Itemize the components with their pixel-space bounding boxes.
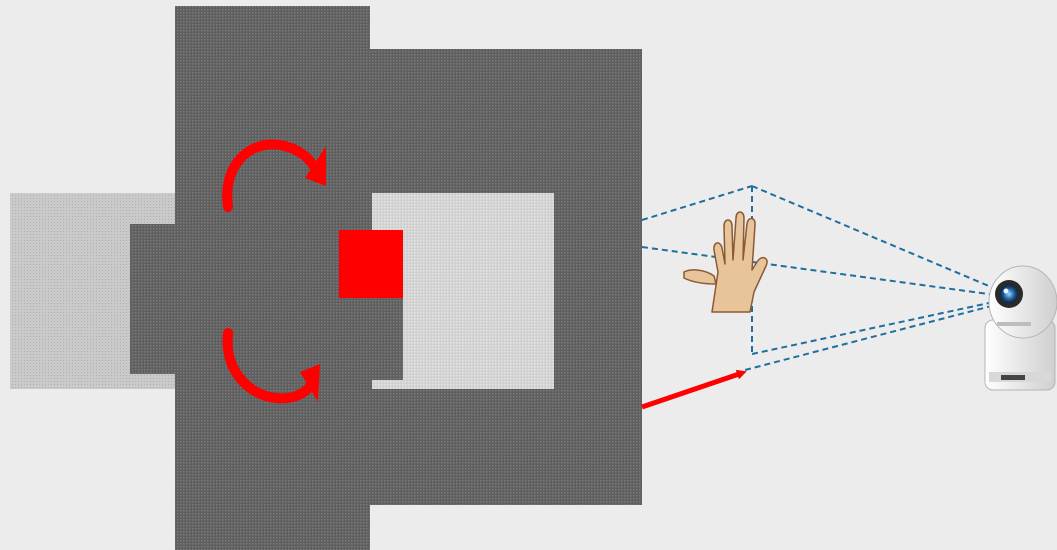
rotate-arrow-up [222, 139, 321, 212]
rotate-arrow-down-head [300, 364, 320, 402]
rotate-arrow-up-head [305, 146, 326, 186]
ptz-camera-icon [984, 265, 1057, 391]
raised-hand-icon [683, 211, 768, 313]
rotate-arrow-down [222, 328, 319, 404]
indicator-square [339, 230, 403, 298]
device-left-tab [130, 224, 190, 374]
device-tall-block [175, 6, 370, 550]
pointing-arrow [641, 369, 747, 410]
